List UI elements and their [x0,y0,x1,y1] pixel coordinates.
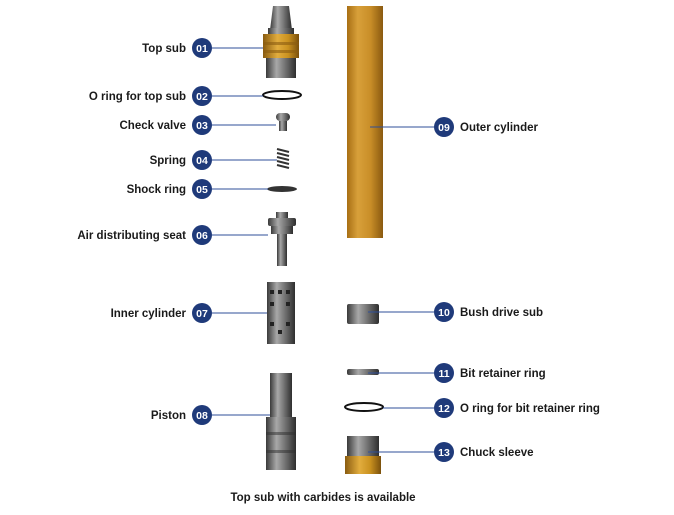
callouts: 01 Top sub 02 O ring for top sub 03 Check val… [77,38,600,462]
inner-cylinder-part [267,282,295,344]
air-distributing-seat-part [268,212,296,266]
part-label-o-ring-for-top-sub: O ring for top sub [89,91,186,103]
callout-badge-13 [434,442,454,462]
callout-number-03: 03 [196,120,208,132]
piston-part [266,373,296,470]
part-label-spring: Spring [150,155,186,167]
callout-badge-02 [192,86,212,106]
part-label-bit-retainer-ring: Bit retainer ring [460,368,546,380]
part-label-shock-ring: Shock ring [127,184,186,196]
callout-number-04: 04 [196,155,208,167]
callout-number-09: 09 [438,122,450,134]
callout-badge-01 [192,38,212,58]
callout-badge-10 [434,302,454,322]
bush-drive-sub-part [347,304,379,324]
spring-part [276,148,290,169]
top-sub-part [263,6,299,78]
callout-number-06: 06 [196,230,208,242]
o-ring-top-sub-part [262,90,302,100]
callout-badge-08 [192,405,212,425]
callout-badge-07 [192,303,212,323]
callout-badge-11 [434,363,454,383]
part-label-top-sub: Top sub [142,43,186,55]
part-label-inner-cylinder: Inner cylinder [111,308,187,320]
outer-cylinder-part [347,6,383,238]
callout-number-13: 13 [438,447,450,459]
callout-badge-05 [192,179,212,199]
callout-badge-12 [434,398,454,418]
o-ring-bit-retainer-part [344,402,384,412]
shock-ring-part [267,186,297,192]
callout-badge-03 [192,115,212,135]
callout-badge-04 [192,150,212,170]
callout-number-07: 07 [196,308,208,320]
callout-number-02: 02 [196,91,208,103]
check-valve-part [276,113,290,131]
callout-number-10: 10 [438,307,450,319]
part-label-air-distributing-seat: Air distributing seat [77,230,186,242]
callout-badge-09 [434,117,454,137]
callout-number-01: 01 [196,43,208,55]
callout-badge-06 [192,225,212,245]
part-label-chuck-sleeve: Chuck sleeve [460,447,534,459]
callout-number-12: 12 [438,403,450,415]
part-label-bush-drive-sub: Bush drive sub [460,307,543,319]
bit-retainer-ring-part [347,369,379,375]
part-label-piston: Piston [151,410,186,422]
callout-number-08: 08 [196,410,208,422]
part-label-outer-cylinder: Outer cylinder [460,122,538,134]
footnote: Top sub with carbides is available [230,492,415,504]
chuck-sleeve-part [345,436,381,474]
part-label-o-ring-for-bit-retainer-ring: O ring for bit retainer ring [460,403,600,415]
callout-number-11: 11 [438,368,449,380]
part-label-check-valve: Check valve [120,120,187,132]
callout-number-05: 05 [196,184,208,196]
